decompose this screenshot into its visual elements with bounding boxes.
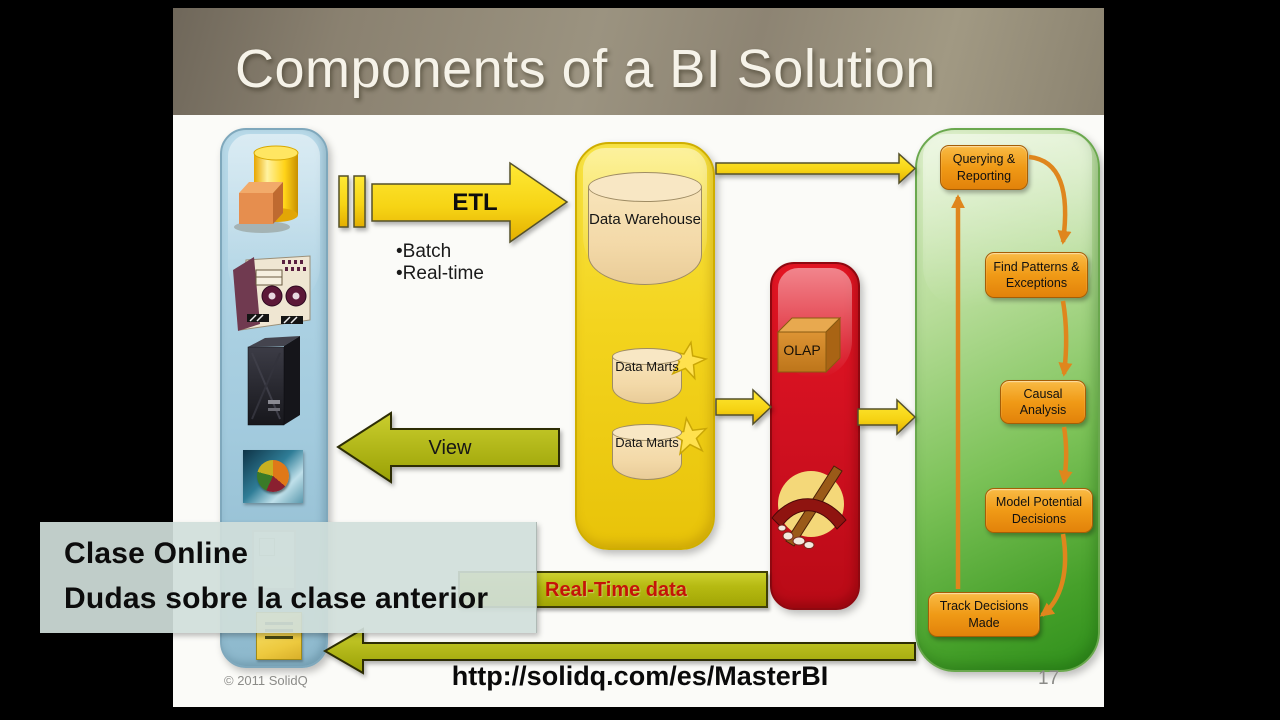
cylinder-body	[588, 187, 702, 285]
data-warehouse-cylinder: Data Warehouse	[588, 172, 702, 285]
etl-bullet-batch: •Batch	[396, 241, 452, 262]
flow-arrow-3	[1058, 426, 1073, 485]
mainframe-tape-icon	[233, 255, 311, 331]
olap-cube-icon	[776, 316, 842, 374]
pie-chart-icon	[257, 460, 289, 492]
data-mart-cylinder-2: Data Marts	[612, 424, 682, 480]
data-mart-cylinder-1: Data Marts	[612, 348, 682, 404]
warehouse-to-analysis-arrow	[715, 152, 917, 185]
pie-chart-photo-icon	[243, 450, 303, 503]
step-causal-analysis: Causal Analysis	[1000, 380, 1086, 424]
cylinder-top	[612, 424, 682, 441]
step-track-decisions: Track Decisions Made	[928, 592, 1040, 637]
step-model-decisions: Model Potential Decisions	[985, 488, 1093, 533]
olap-to-analysis-arrow	[857, 398, 917, 436]
slide-title: Components of a BI Solution	[235, 39, 936, 99]
slide-header	[173, 8, 1104, 115]
etl-arrow	[371, 161, 569, 244]
flow-arrow-2	[1058, 300, 1073, 377]
realtime-banner-label: Real-Time data	[545, 579, 687, 601]
flow-arrow-1	[1028, 154, 1072, 245]
database-cube-icon	[234, 145, 299, 233]
cylinder-top	[588, 172, 702, 202]
view-arrow-label: View	[428, 437, 472, 459]
etl-parallel-bar-1	[338, 175, 349, 228]
data-mining-pickaxe-icon	[771, 465, 847, 549]
olap-cube-label: OLAP	[783, 342, 821, 358]
etl-bullet-realtime: •Real-time	[396, 263, 484, 284]
marts-to-olap-arrow	[715, 388, 773, 426]
page-number: 17	[1038, 668, 1060, 689]
data-mart-label-2: Data Marts	[615, 435, 679, 450]
data-warehouse-label: Data Warehouse	[588, 211, 701, 228]
data-mart-label-1: Data Marts	[615, 359, 679, 374]
flow-arrow-4	[1039, 533, 1068, 617]
caption-line2: Dudas sobre la clase anterior	[64, 582, 489, 615]
caption-line1: Clase Online	[64, 537, 249, 570]
server-tower-icon	[247, 336, 300, 426]
note-line	[265, 636, 293, 639]
cylinder-top	[612, 348, 682, 365]
caption-overlay: Clase Online Dudas sobre la clase anteri…	[40, 522, 537, 633]
view-arrow	[336, 411, 560, 484]
step-querying-reporting: Querying & Reporting	[940, 145, 1028, 190]
copyright-text: © 2011 SolidQ	[224, 673, 308, 688]
etl-label: ETL	[452, 189, 498, 216]
step-find-patterns: Find Patterns & Exceptions	[985, 252, 1088, 298]
etl-parallel-bar-2	[353, 175, 366, 228]
footer-url: http://solidq.com/es/MasterBI	[451, 661, 829, 691]
